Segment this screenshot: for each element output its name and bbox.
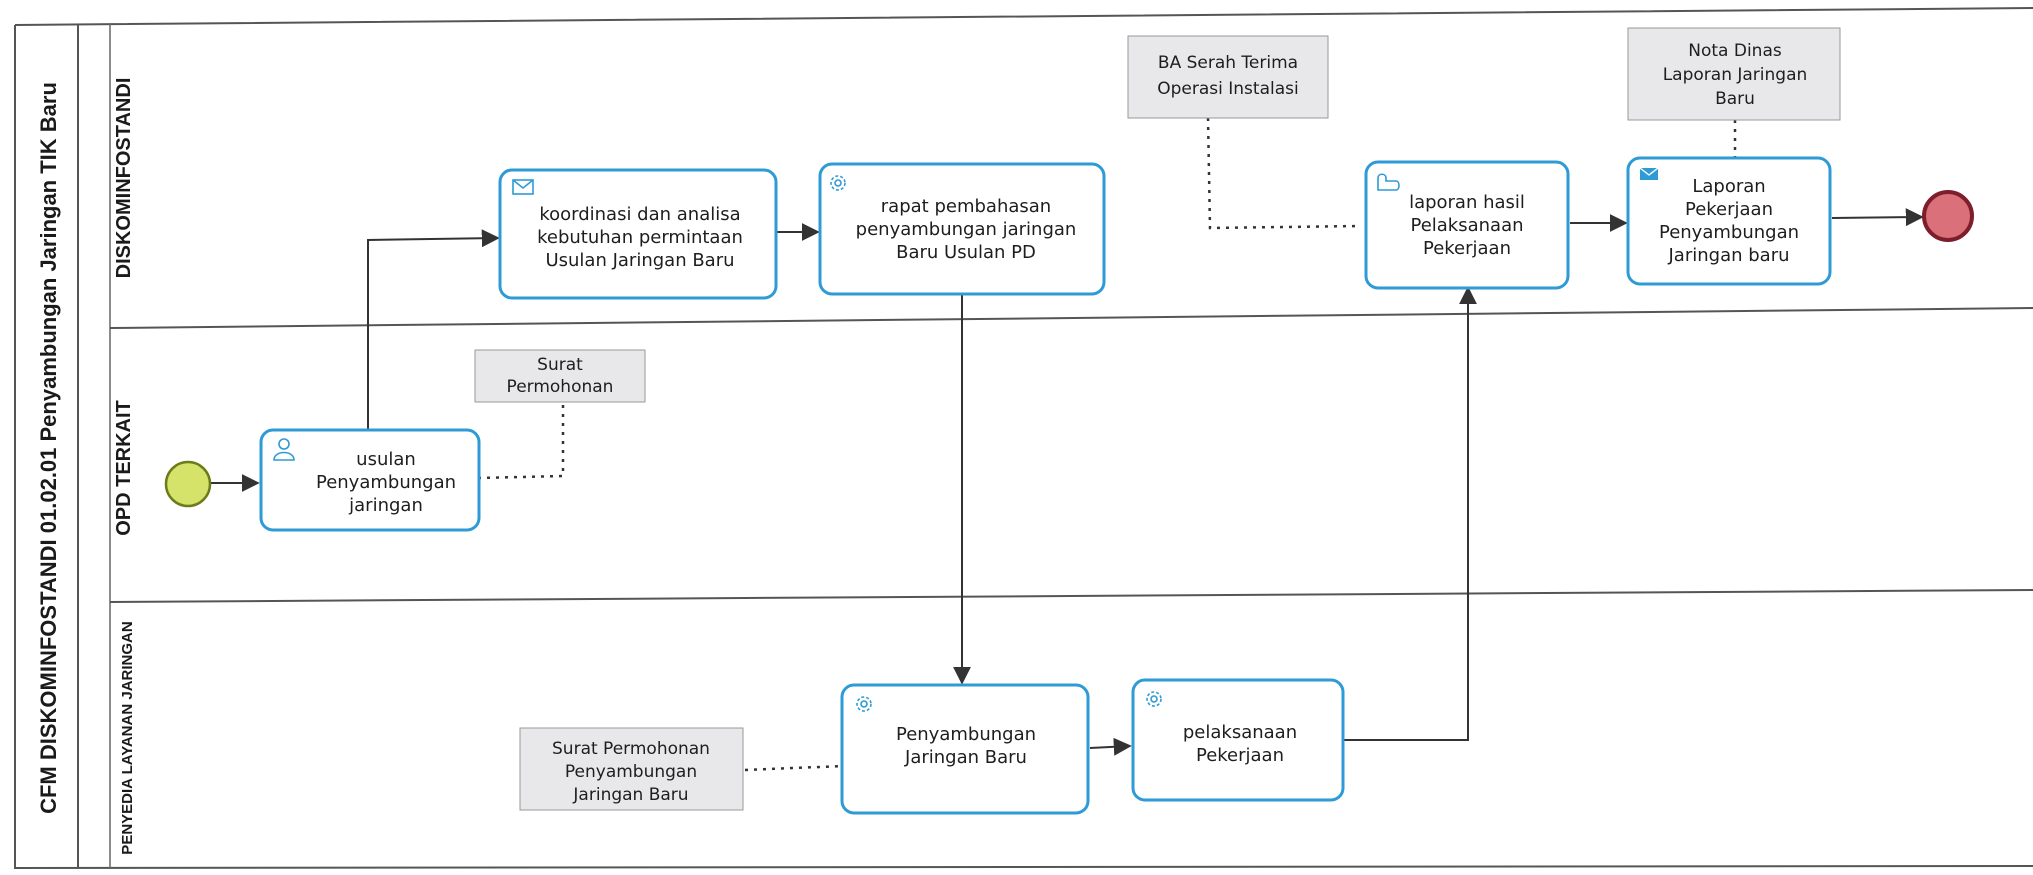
gear-icon xyxy=(1146,691,1162,707)
lane-title-diskominfostandi: DISKOMINFOSTANDI xyxy=(113,78,135,279)
flow-pelaksanaan-to-laporan-hasil xyxy=(1343,286,1477,741)
assoc-surat-permohonan-penyambungan xyxy=(744,764,844,772)
start-event[interactable] xyxy=(164,460,212,508)
lane-title-penyedia-layanan-jaringan: PENYEDIA LAYANAN JARINGAN xyxy=(119,621,136,854)
pool-title: CFM DISKOMINFOSTANDI 01.02.01 Penyambung… xyxy=(36,82,61,814)
user-task-icon xyxy=(273,438,295,461)
envelope-filled-icon xyxy=(1639,167,1659,180)
pool: CFM DISKOMINFOSTANDI 01.02.01 Penyambung… xyxy=(14,7,2033,870)
envelope-icon xyxy=(512,179,534,195)
lane-title-opd-terkait: OPD TERKAIT xyxy=(113,400,135,536)
flow-penyambungan-to-pelaksanaan xyxy=(1089,737,1132,756)
gear-icon xyxy=(830,175,846,191)
hand-icon xyxy=(1377,173,1400,191)
assoc-ba-serah-terima xyxy=(1206,117,1361,230)
flow-usulan-to-koordinasi xyxy=(367,229,500,430)
assoc-surat-permohonan xyxy=(477,402,565,480)
end-event[interactable] xyxy=(1922,190,1974,242)
association-lines xyxy=(477,117,1737,772)
flow-laporan-to-end xyxy=(1831,208,1924,227)
lane-dividers xyxy=(109,307,2033,603)
gear-icon xyxy=(856,696,872,712)
sequence-flows xyxy=(210,208,1924,756)
